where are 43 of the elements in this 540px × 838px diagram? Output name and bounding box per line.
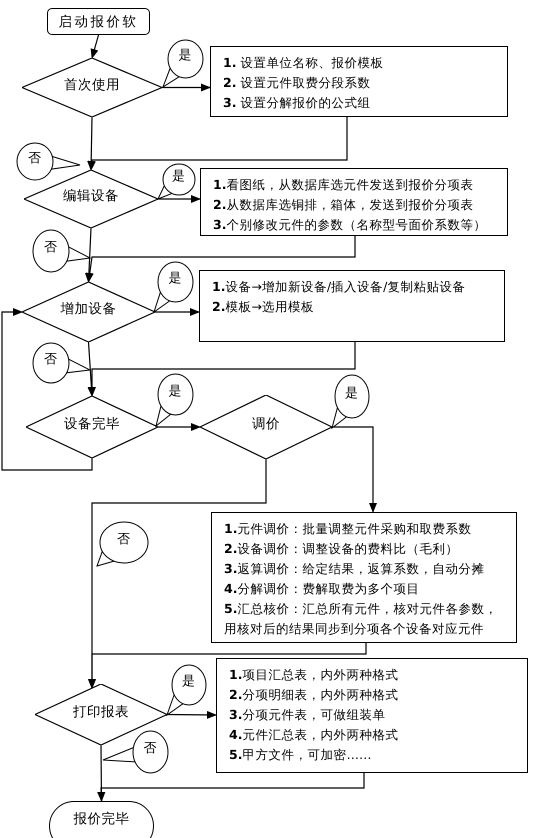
decision-diamond: 增加设备 [22,282,155,342]
arrow [332,426,377,513]
arrow [97,773,365,802]
list-item: 1.看图纸，从数据库选元件发送到报价分项表 [213,176,474,194]
list-item: 4.元件汇总表，内外两种格式 [229,726,400,744]
arrow [1,308,93,471]
list-item: 4.分解调价：费解取费为多个项目 [224,580,420,598]
end-terminal: 报价完毕 [49,801,154,838]
list-item: 3.分项元件表，可做组装单 [229,706,386,724]
list-item: 1.项目汇总表，内外两种格式 [229,666,400,684]
decision-diamond: 首次使用 [22,58,162,117]
arrow [90,34,100,59]
arrow [162,84,211,92]
list-item: 3.个别修改元件的参数（名称型号面价系数等） [213,216,488,234]
arrow [88,342,356,397]
arrow [158,423,201,431]
list-item: 2.分项明细表，内外两种格式 [229,686,400,704]
arrow [86,236,356,283]
list-item: 2.设备调价：调整设备的费料比（毛利） [224,540,460,558]
list-item: 5.汇总核价：汇总所有元件，核对元件各参数，用核对后的结果同步到分项各个设备对应元件 [224,600,498,638]
arrow [87,116,96,171]
list-item: 1. 设置单位名称、报价模板 [223,54,384,72]
process-box [200,168,508,236]
process-box [216,658,528,773]
start-box: 启动报价软 [47,8,150,35]
arrow [158,195,201,203]
arrow [84,228,93,283]
list-item: 1.元件调价：批量调整元件采购和取费系数 [224,520,472,538]
process-box [199,270,505,342]
arrow [88,117,348,171]
process-box [211,512,517,643]
list-item: 3. 设置分解报价的公式组 [223,94,372,112]
list-item: 3.返算调价：给定结果，返算系数，自动分摊 [224,560,486,578]
decision-diamond: 调价 [200,395,332,459]
process-box [210,46,508,117]
list-item: 2. 设置元件取费分段系数 [223,74,372,92]
arrow [155,308,200,316]
arrow [167,710,217,719]
list-item: 5.甲方文件，可加密…… [229,746,372,764]
list-item: 2.模板→选用模板 [212,298,315,316]
list-item: 2.从数据库选铜排，箱体，发送到报价分项表 [213,196,474,214]
decision-diamond: 设备完毕 [26,396,158,458]
list-item: 1.设备→增加新设备/插入设备/复制粘贴设备 [212,278,466,296]
